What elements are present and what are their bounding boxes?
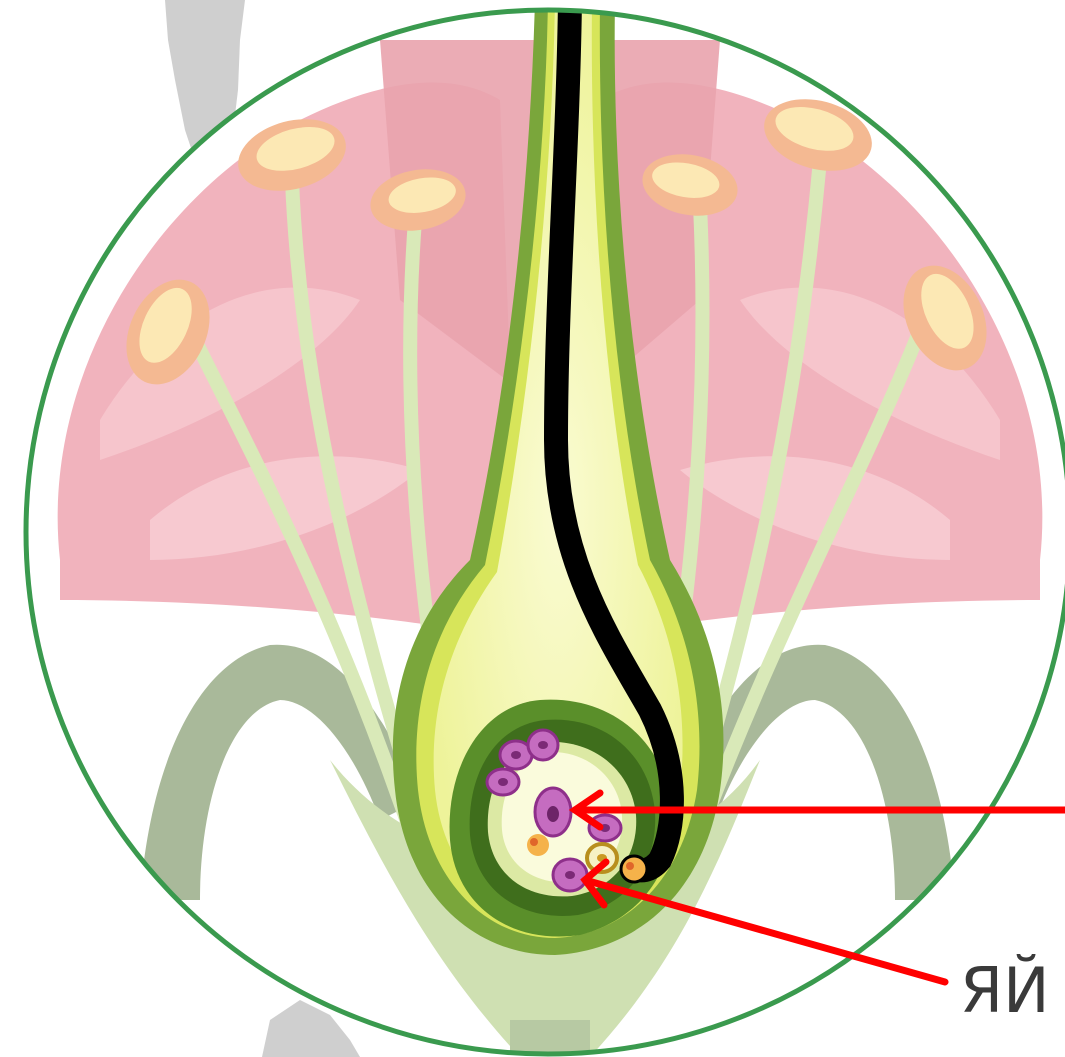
sperm-nucleus xyxy=(621,856,647,882)
polar-nucleus xyxy=(527,834,549,856)
egg-cell-label: ЯЙ xyxy=(960,960,1049,1022)
central-cell xyxy=(535,788,571,836)
antipodal-cell xyxy=(487,769,519,795)
antipodal-cell xyxy=(528,730,558,760)
egg-cell xyxy=(553,859,587,891)
